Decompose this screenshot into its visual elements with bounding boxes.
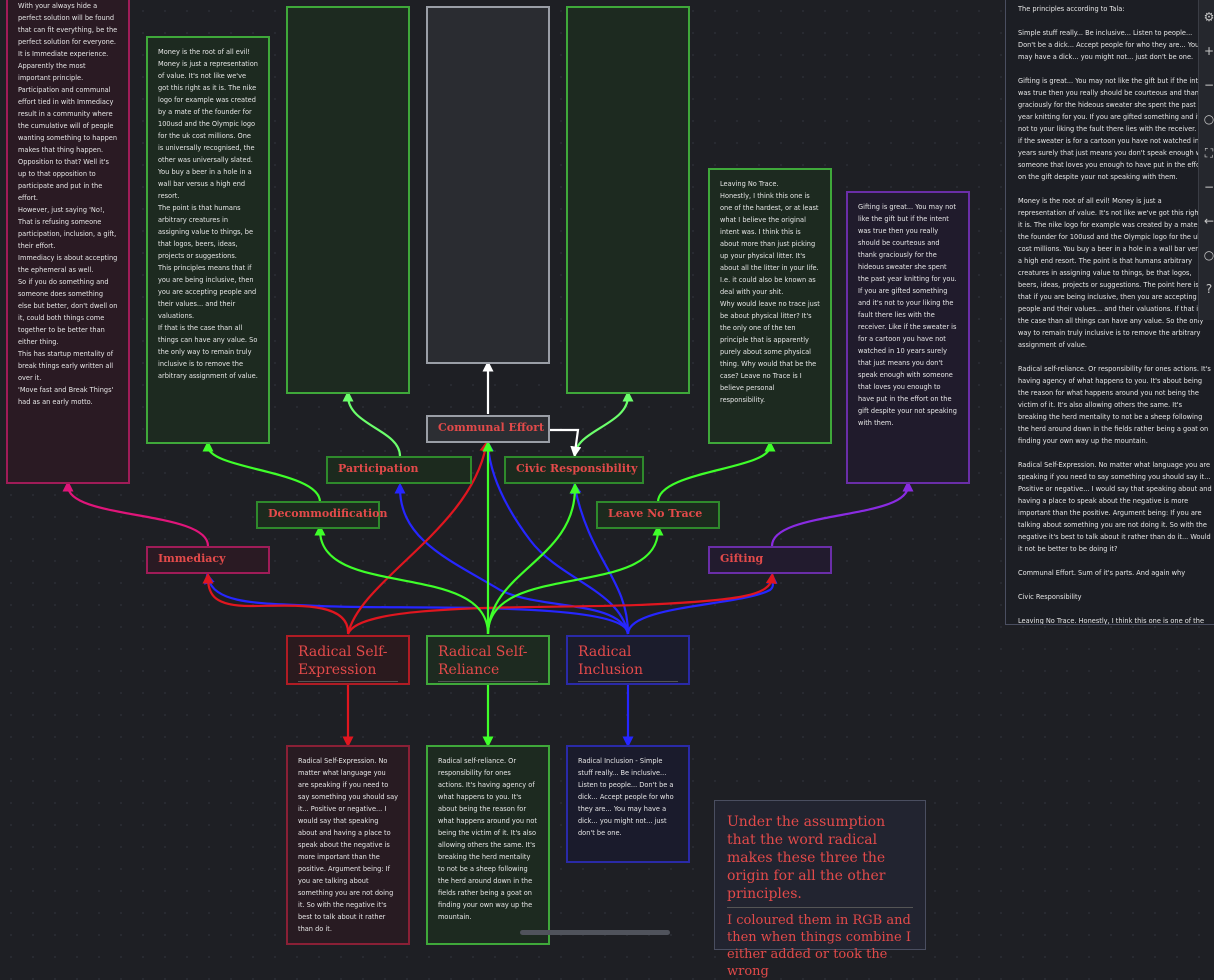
- self-reliance-card-text: Radical self-reliance. Or responsibility…: [438, 757, 540, 921]
- note-paragraph-1: Under the assumption that the word radic…: [727, 813, 913, 908]
- principles-side-panel[interactable]: The principles according to Tala: Simple…: [1005, 0, 1214, 625]
- inclusion-card[interactable]: Radical Inclusion - Simple stuff really.…: [566, 745, 690, 863]
- fit-icon[interactable]: ⛶: [1204, 146, 1214, 160]
- horizontal-scrollbar[interactable]: [520, 930, 670, 935]
- radical-inclusion-box[interactable]: Radical Inclusion: [566, 635, 690, 685]
- participation-label[interactable]: Participation: [326, 456, 472, 484]
- leave-card-text: Leaving No Trace. Honestly, I think this…: [720, 180, 820, 404]
- help-icon[interactable]: ?: [1205, 282, 1213, 296]
- connection-wires: [62, 360, 914, 748]
- civic-responsibility-label[interactable]: Civic Responsibility: [504, 456, 644, 484]
- participation-card-text: [288, 8, 408, 24]
- canvas-toolbar: ⚙ + − ○ ⛶ − ← ○ ?: [1198, 0, 1214, 320]
- communal-effort-card[interactable]: [426, 6, 550, 364]
- radical-self-reliance-box[interactable]: Radical Self-Reliance: [426, 635, 550, 685]
- back-icon[interactable]: ←: [1203, 214, 1214, 228]
- assumption-note[interactable]: Under the assumption that the word radic…: [714, 800, 926, 979]
- participation-card[interactable]: [286, 6, 410, 394]
- radical-inclusion-title: Radical Inclusion: [578, 643, 678, 682]
- leave-no-trace-label[interactable]: Leave No Trace: [596, 501, 720, 529]
- settings-icon[interactable]: ⚙: [1203, 10, 1214, 24]
- gifting-card-text: Gifting is great... You may not like the…: [858, 203, 959, 427]
- civic-responsibility-card[interactable]: [566, 6, 690, 394]
- radical-self-expression-title: Radical Self-Expression: [298, 643, 398, 682]
- minus-icon[interactable]: −: [1203, 78, 1214, 92]
- immediacy-card-text: With your always hide a perfect solution…: [18, 2, 118, 406]
- inclusion-card-text: Radical Inclusion - Simple stuff really.…: [578, 757, 676, 837]
- search-icon[interactable]: ○: [1203, 112, 1214, 126]
- zoom-out-icon[interactable]: −: [1203, 180, 1214, 194]
- self-expression-card[interactable]: Radical Self-Expression. No matter what …: [286, 745, 410, 945]
- radical-self-expression-box[interactable]: Radical Self-Expression: [286, 635, 410, 685]
- immediacy-label[interactable]: Immediacy: [146, 546, 270, 574]
- self-reliance-card[interactable]: Radical self-reliance. Or responsibility…: [426, 745, 550, 945]
- decommodification-label[interactable]: Decommodification: [256, 501, 387, 529]
- note-paragraph-2: I coloured them in RGB and then when thi…: [727, 913, 911, 979]
- decommodification-card-text: Money is the root of all evil! Money is …: [158, 48, 258, 380]
- gifting-label[interactable]: Gifting: [708, 546, 832, 574]
- immediacy-card[interactable]: With your always hide a perfect solution…: [6, 0, 130, 484]
- decommodification-card[interactable]: Money is the root of all evil! Money is …: [146, 36, 270, 444]
- radical-self-reliance-title: Radical Self-Reliance: [438, 643, 538, 682]
- leave-no-trace-card[interactable]: Leaving No Trace. Honestly, I think this…: [708, 168, 832, 444]
- find-icon[interactable]: ○: [1203, 248, 1214, 262]
- communal-card-text: [428, 8, 548, 24]
- civic-card-text: [568, 8, 688, 24]
- self-expression-card-text: Radical Self-Expression. No matter what …: [298, 757, 401, 933]
- communal-effort-label[interactable]: Communal Effort: [426, 415, 550, 443]
- plus-icon[interactable]: +: [1203, 44, 1214, 58]
- gifting-card[interactable]: Gifting is great... You may not like the…: [846, 191, 970, 484]
